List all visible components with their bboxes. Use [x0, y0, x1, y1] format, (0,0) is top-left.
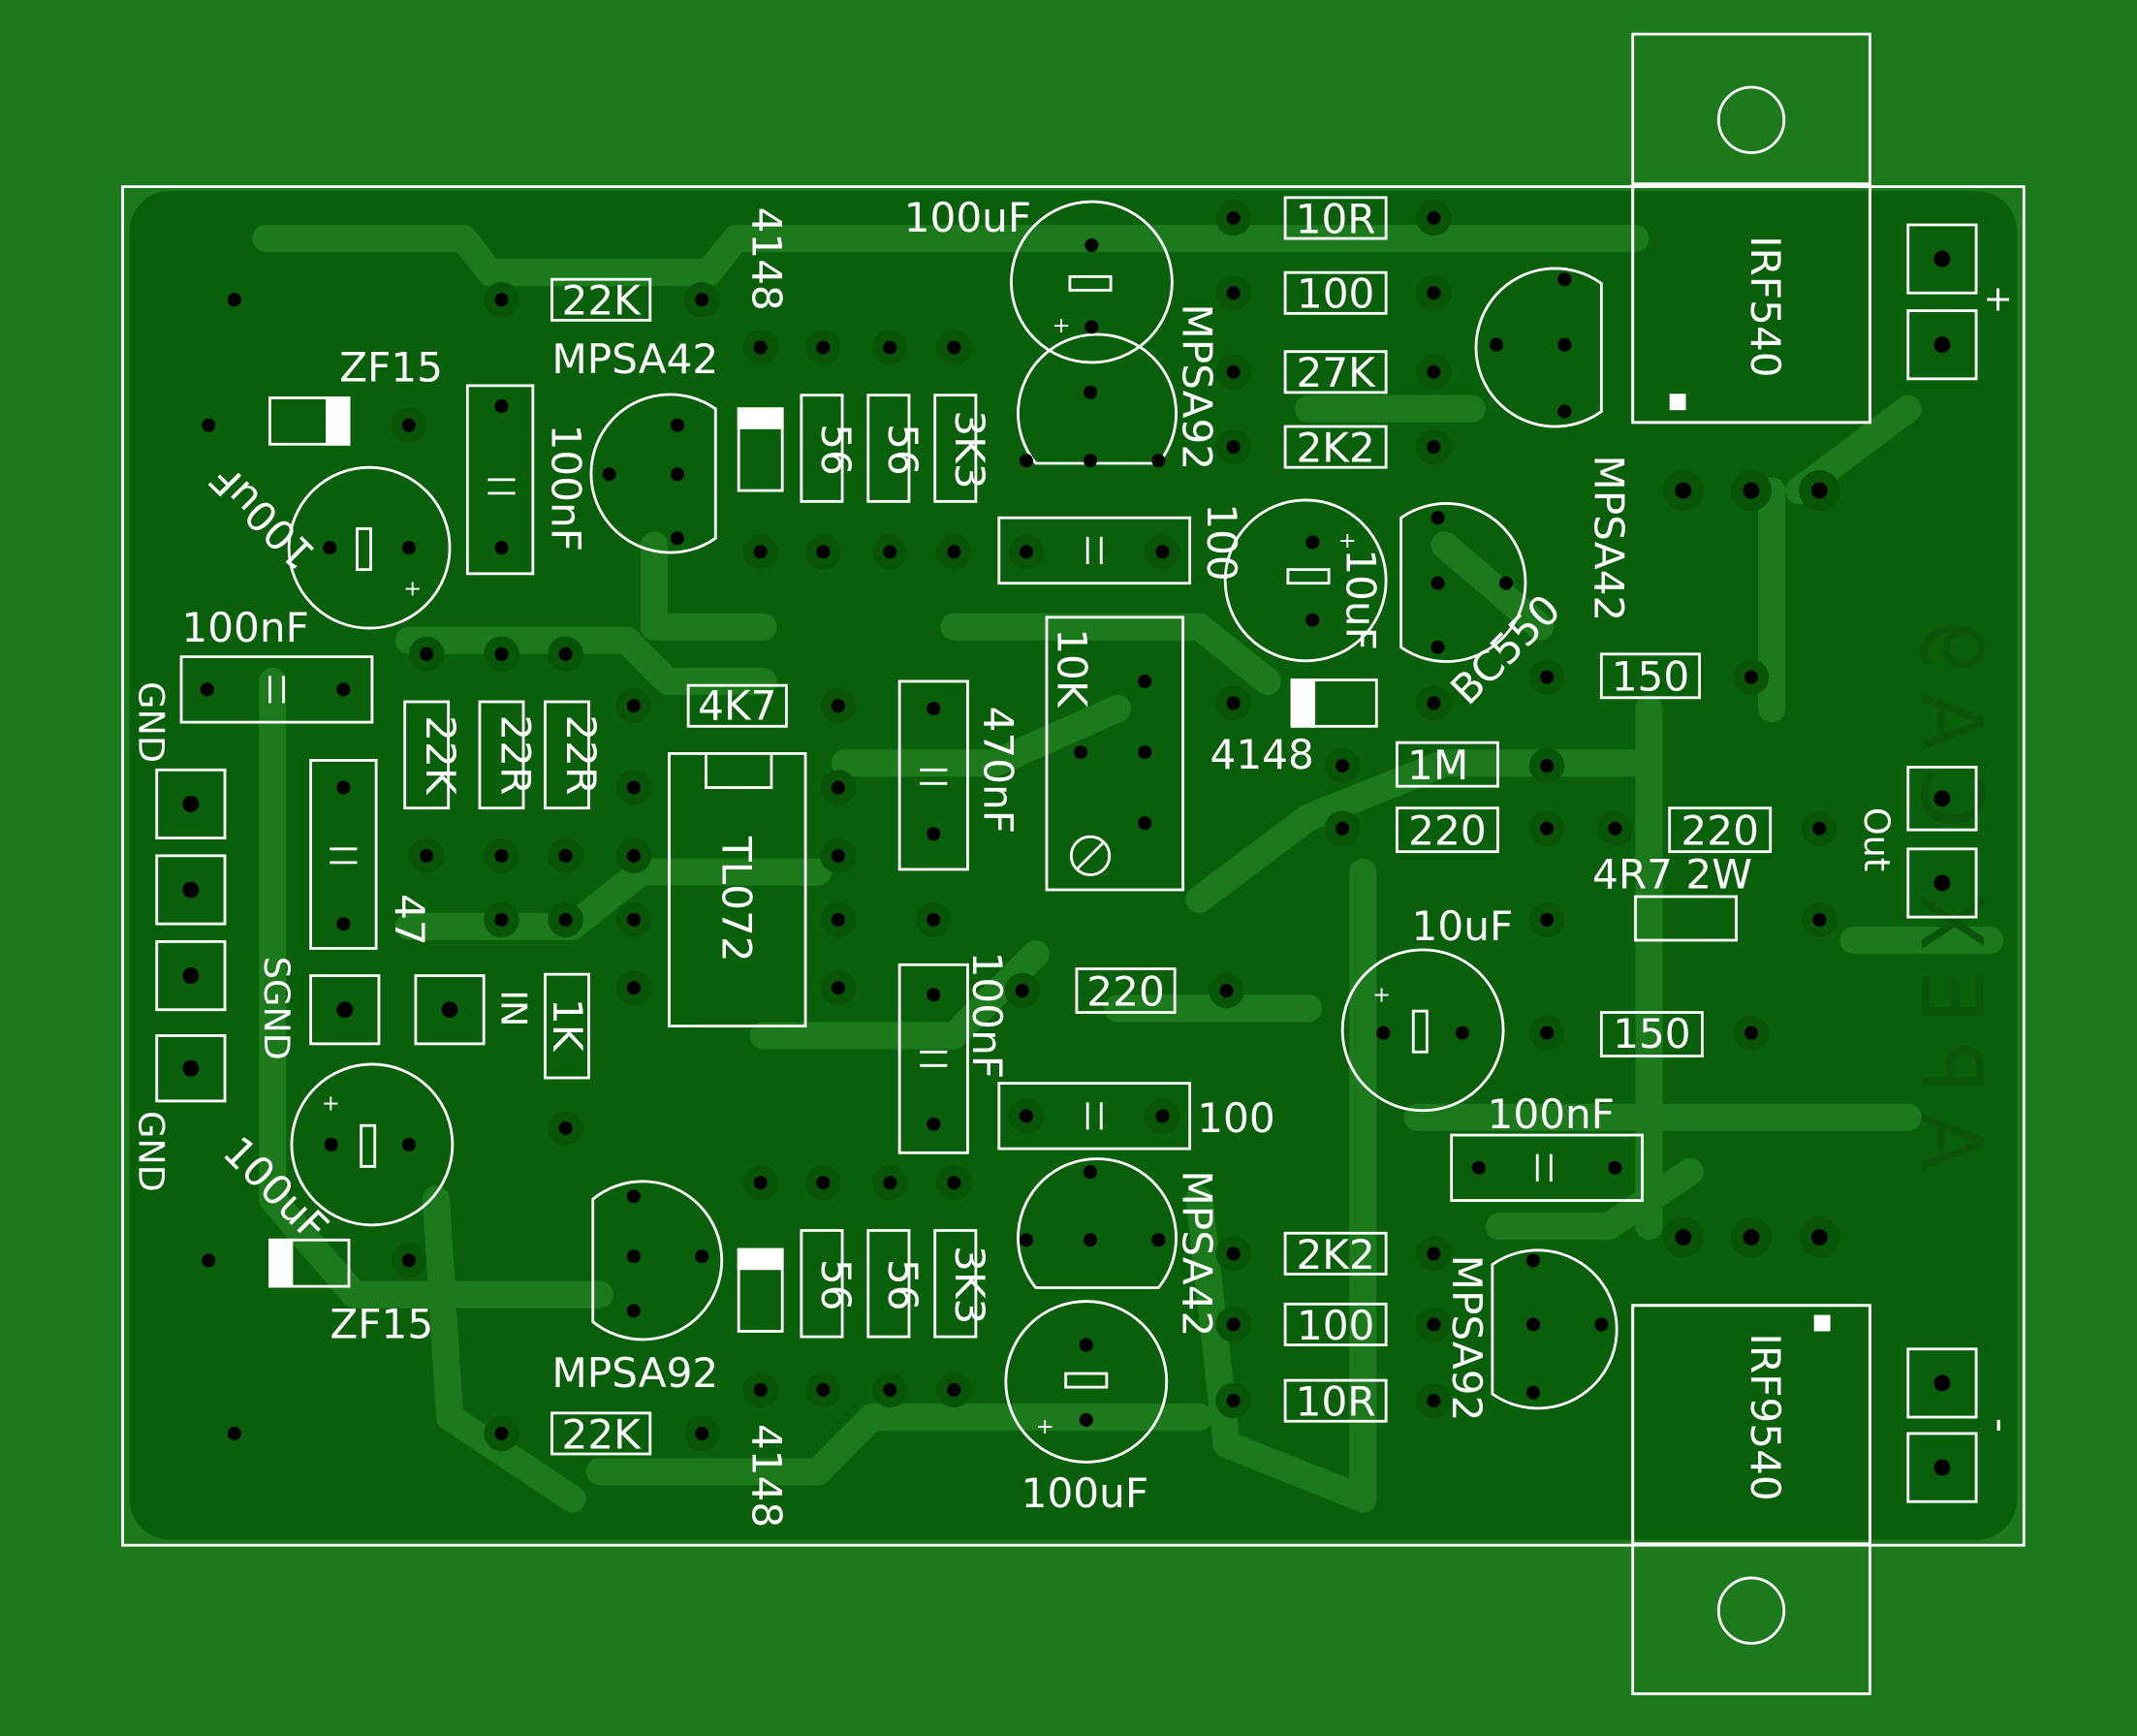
label-c-10uf-top: 10uF: [1336, 549, 1384, 650]
svg-text:+: +: [322, 1091, 340, 1117]
label-r-56-a: 56: [812, 424, 860, 476]
label-r-4k7: 4K7: [698, 681, 776, 729]
label-zf15-top: ZF15: [339, 344, 443, 392]
label-r-27k: 27K: [1296, 349, 1376, 396]
label-c-100uf-bottom: 100uF: [1021, 1469, 1149, 1517]
label-c-470nf: 470nF: [974, 707, 1021, 834]
label-r-22k-left: 22K: [417, 715, 464, 796]
label-r-22k-top: 22K: [561, 277, 642, 325]
label-mpsa92-right: MPSA92: [1443, 1255, 1491, 1422]
label-pot-10k: 10K: [1048, 628, 1095, 709]
label-ic-tl072: TL072: [712, 836, 760, 963]
label-gnd-top: GND: [130, 681, 172, 763]
label-r-10r-top: 10R: [1296, 195, 1376, 242]
label-sgnd: SGND: [256, 957, 298, 1060]
svg-text:+: +: [1338, 528, 1357, 553]
label-c-100nf-mid-left: 100nF: [181, 604, 309, 651]
label-r-220-a: 220: [1408, 807, 1487, 855]
label-r-1k: 1K: [544, 998, 591, 1053]
svg-text:+: +: [403, 576, 422, 601]
label-c-100uf-top: 100uF: [904, 194, 1032, 241]
label-r-4r7-2w: 4R7 2W: [1592, 851, 1752, 899]
silkscreen-labels: 22K 4148 100uF 10R 100 27K 2K2 IRF540 + …: [130, 194, 2025, 1528]
label-d-4148-top: 4148: [742, 206, 790, 310]
label-r-150-top: 150: [1612, 653, 1690, 701]
svg-text:+: +: [1036, 1414, 1054, 1439]
silkscreen-marks: [268, 396, 1553, 1288]
svg-text:+: +: [1372, 982, 1391, 1007]
label-mpsa42-top: MPSA42: [551, 335, 718, 383]
polarity-marks: [356, 274, 1429, 1389]
label-mpsa42-right: MPSA42: [1585, 455, 1632, 621]
label-mpsa92-top: MPSA92: [1174, 303, 1221, 470]
label-r-150-bottom: 150: [1613, 1010, 1691, 1057]
label-r-100-top: 100: [1297, 270, 1375, 318]
label-r-56-d: 56: [879, 1259, 927, 1311]
board-outline: [121, 185, 2026, 1547]
label-q-irf540: IRF540: [1742, 236, 1789, 377]
label-r-1m: 1M: [1407, 742, 1468, 789]
label-d-4148-bottom: 4148: [742, 1424, 790, 1528]
label-out: Out: [1856, 807, 1898, 871]
label-r-100-bottom: 100: [1297, 1302, 1375, 1349]
label-r-10r-bottom: 10R: [1296, 1378, 1376, 1426]
label-c-10uf-bottom: 10uF: [1412, 902, 1514, 950]
label-r-22k-bottom: 22K: [561, 1410, 642, 1458]
silkscreen-outlines: [155, 182, 1978, 1546]
label-r-22r-b: 22R: [557, 714, 605, 795]
label-r-220-mid: 220: [1086, 967, 1165, 1015]
label-zf15-bottom: ZF15: [330, 1301, 433, 1348]
label-r-3k3-bottom: 3K3: [946, 1246, 993, 1324]
label-c-100nf-mid: 100nF: [963, 952, 1011, 1079]
label-c-100nf-right: 100nF: [1488, 1090, 1616, 1138]
label-r-3k3-top: 3K3: [946, 410, 993, 489]
label-d-4148-mid: 4148: [1210, 731, 1314, 778]
label-q-irf9540: IRF9540: [1742, 1333, 1789, 1500]
label-c-100-bottom: 100: [1197, 1094, 1275, 1142]
label-r-220-b: 220: [1681, 807, 1759, 855]
label-mpsa92-bottom: MPSA92: [551, 1349, 718, 1397]
electrolytic-plus-marks: + + + + + +: [322, 313, 1391, 1439]
label-r-2k2-top: 2K2: [1296, 425, 1374, 472]
drill-holes: [182, 210, 1951, 1476]
label-r-22r-a: 22R: [491, 714, 539, 795]
label-r-2k2-bottom: 2K2: [1296, 1231, 1374, 1278]
mirrored-logo: APEX CA9: [1901, 601, 2000, 1171]
label-c-100-top: 100: [1198, 503, 1245, 581]
label-c-47: 47: [386, 894, 433, 946]
label-mpsa42-bottom: MPSA42: [1174, 1170, 1221, 1337]
label-r-56-b: 56: [879, 424, 927, 476]
label-gnd-bottom: GND: [130, 1111, 172, 1192]
label-minus: -: [1977, 1418, 2025, 1433]
label-r-56-c: 56: [812, 1259, 860, 1311]
label-plus: +: [1983, 278, 2013, 320]
label-in: IN: [492, 990, 534, 1026]
label-c-100nf-left: 100nF: [543, 425, 590, 552]
svg-text:+: +: [1053, 313, 1071, 338]
